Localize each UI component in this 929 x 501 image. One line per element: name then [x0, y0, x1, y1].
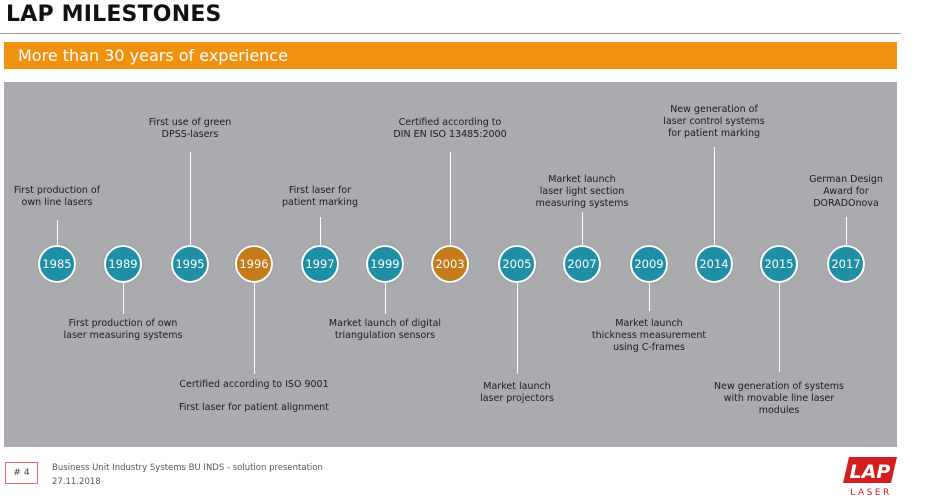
- subtitle-banner: More than 30 years of experience: [4, 42, 897, 69]
- connector-line: [57, 220, 58, 264]
- logo-text-laser: LASER: [850, 488, 892, 497]
- page-title: LAP MILESTONES: [6, 2, 222, 27]
- year-marker-2015: 2015: [760, 245, 798, 283]
- year-marker-2003: 2003: [431, 245, 469, 283]
- year-marker-1989: 1989: [104, 245, 142, 283]
- year-marker-1985: 1985: [38, 245, 76, 283]
- milestone-text: New generation of: [670, 104, 758, 115]
- milestone-text: First laser for: [288, 185, 352, 196]
- year-marker-1997: 1997: [301, 245, 339, 283]
- milestone-text: laser measuring systems: [63, 330, 183, 341]
- milestone-text: [159, 391, 349, 402]
- milestone-text: DPSS-lasers: [161, 129, 219, 140]
- connector-line: [450, 152, 451, 264]
- logo-text-lap: LAP: [850, 461, 891, 483]
- milestone-text: laser projectors: [480, 393, 554, 404]
- connector-line: [649, 264, 650, 311]
- milestone-text: Market launch: [615, 318, 683, 329]
- year-marker-1999: 1999: [366, 245, 404, 283]
- milestone-text: New generation of systems: [714, 381, 844, 392]
- connector-line: [190, 152, 191, 264]
- milestone-text: using C-frames: [613, 342, 685, 353]
- connector-line: [385, 264, 386, 314]
- milestone-text: Certified according to: [398, 117, 502, 128]
- milestone-text: First laser for patient alignment: [178, 402, 330, 413]
- milestone-text: DIN EN ISO 13485:2000: [393, 129, 507, 140]
- milestone-text: with movable line laser: [723, 393, 835, 404]
- milestone-text: Award for: [823, 186, 869, 197]
- connector-line: [714, 147, 715, 264]
- connector-line: [123, 264, 124, 314]
- milestone-text: patient marking: [282, 197, 358, 208]
- milestone-text: Market launch: [483, 381, 551, 392]
- year-marker-2017: 2017: [827, 245, 865, 283]
- year-marker-2007: 2007: [563, 245, 601, 283]
- milestone-text: triangulation sensors: [334, 330, 436, 341]
- milestone-text: Certified according to ISO 9001: [179, 379, 329, 390]
- year-marker-1996: 1996: [235, 245, 273, 283]
- milestone-text: for patient marking: [667, 128, 761, 139]
- milestone-text: measuring systems: [535, 198, 629, 209]
- milestone-text: First production of: [13, 185, 101, 196]
- milestone-text: thickness measurement: [591, 330, 707, 341]
- milestone-text: laser control systems: [663, 116, 765, 127]
- year-marker-2014: 2014: [695, 245, 733, 283]
- milestone-text: First production of own: [68, 318, 178, 329]
- page-number: # 4: [5, 462, 38, 484]
- connector-line: [846, 217, 847, 264]
- connector-line: [779, 264, 780, 372]
- footer-title: Business Unit Industry Systems BU INDS -…: [52, 463, 323, 473]
- footer-date: 27.11.2018: [52, 477, 101, 487]
- connector-line: [254, 264, 255, 374]
- milestone-text: modules: [758, 405, 800, 416]
- year-marker-1995: 1995: [171, 245, 209, 283]
- lap-laser-logo: LAP LASER: [843, 457, 897, 497]
- milestone-text: DORADOnova: [813, 198, 879, 209]
- milestone-text: own line lasers: [21, 197, 93, 208]
- connector-line: [320, 217, 321, 264]
- milestone-text: laser light section: [539, 186, 625, 197]
- milestone-text: First use of green: [148, 117, 232, 128]
- milestone-text: Market launch: [548, 174, 616, 185]
- year-marker-2009: 2009: [630, 245, 668, 283]
- milestone-text: Market launch of digital: [328, 318, 442, 329]
- year-marker-2005: 2005: [498, 245, 536, 283]
- milestone-text: German Design: [809, 174, 883, 185]
- connector-line: [582, 212, 583, 264]
- connector-line: [517, 264, 518, 374]
- title-divider: [0, 33, 901, 34]
